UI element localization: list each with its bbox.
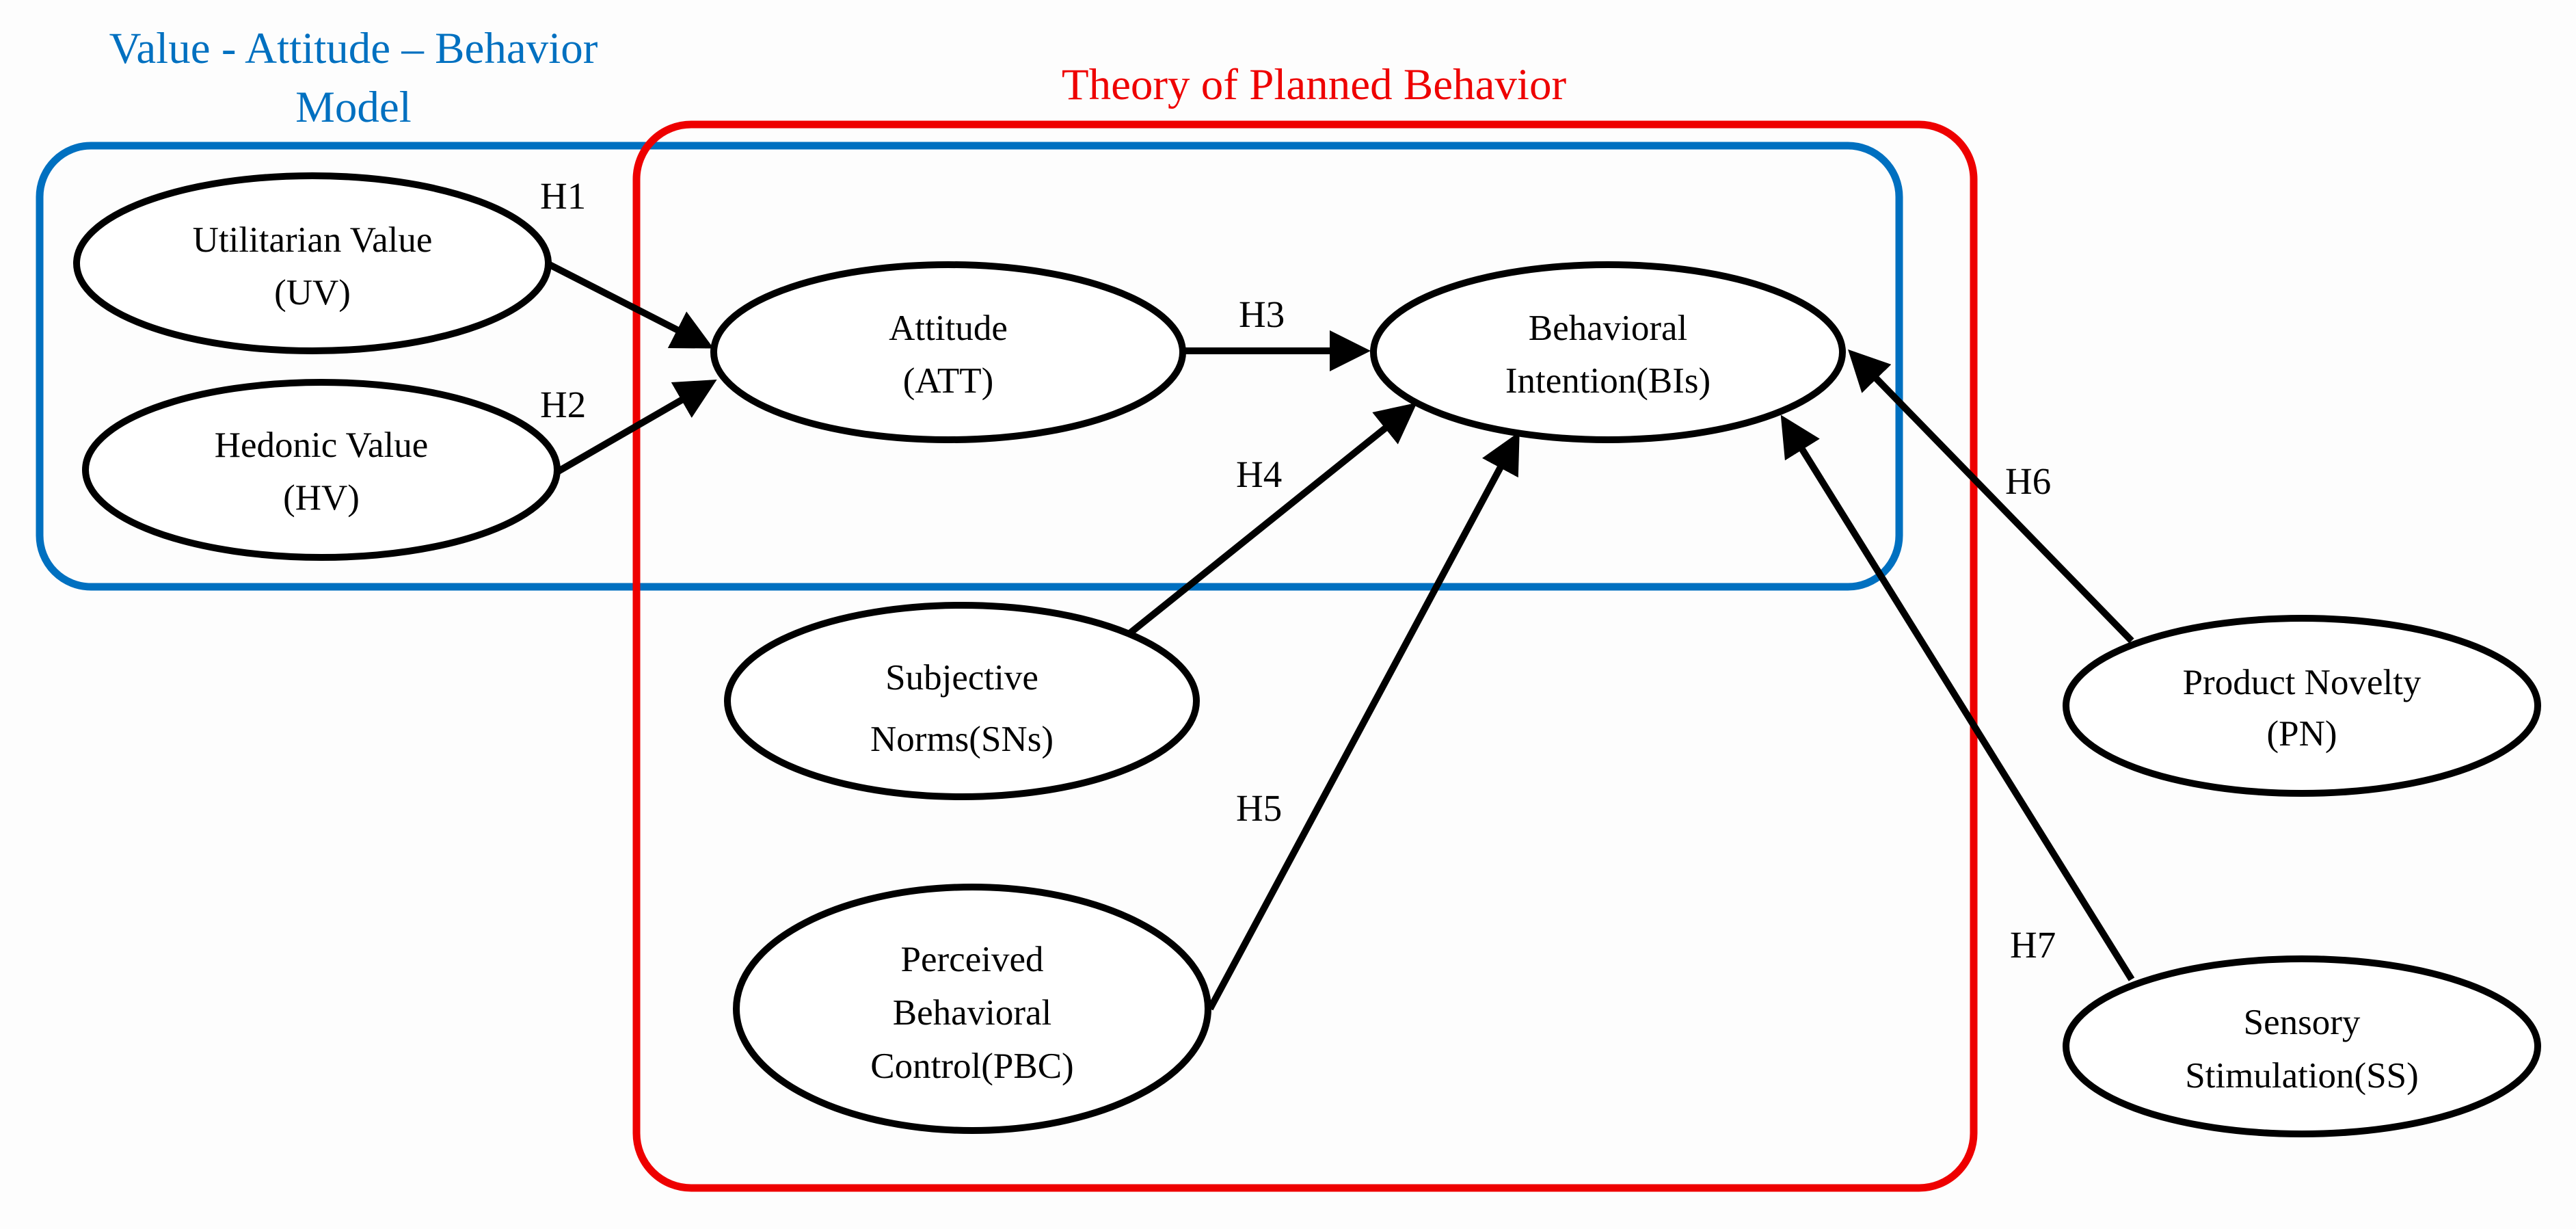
node-utilitarian-value: Utilitarian Value (UV): [73, 172, 552, 354]
edge-label-h5: H5: [1236, 787, 1282, 829]
vab-title-line1: Value - Attitude – Behavior: [109, 24, 598, 73]
node-uv-line2: (UV): [274, 273, 351, 313]
node-pbc-line2: Behavioral: [893, 993, 1052, 1033]
edge-label-h6: H6: [2005, 460, 2051, 502]
node-bis-line1: Behavioral: [1529, 308, 1688, 348]
node-behavioral-intention: Behavioral Intention(BIs): [1370, 261, 1846, 443]
node-att-line1: Attitude: [889, 308, 1008, 348]
edge-label-h7: H7: [2010, 924, 2056, 966]
node-att-line2: (ATT): [903, 361, 993, 401]
edge-hv-to-att: [555, 379, 717, 475]
node-hedonic-value: Hedonic Value (HV): [82, 379, 561, 561]
node-pbc-line1: Perceived: [901, 940, 1044, 979]
node-pn-line1: Product Novelty: [2183, 663, 2421, 702]
node-attitude: Attitude (ATT): [710, 261, 1186, 443]
edge-ss-to-bis: [1780, 414, 2135, 981]
edge-sns-to-bis: [1125, 402, 1417, 637]
node-sns-line1: Subjective: [885, 658, 1038, 698]
vab-title-line2: Model: [295, 83, 412, 132]
value-attitude-behavior-frame: [36, 142, 1903, 591]
node-pbc-line3: Control(PBC): [870, 1046, 1073, 1086]
edge-uv-to-att: [545, 260, 714, 349]
tpb-title: Theory of Planned Behavior: [1062, 60, 1567, 109]
edge-pbc-to-bis: [1207, 432, 1520, 1011]
node-pn-line2: (PN): [2266, 714, 2337, 754]
edge-label-h4: H4: [1236, 453, 1282, 495]
node-subjective-norms: Subjective Norms(SNs): [724, 602, 1200, 800]
edge-pn-to-bis: [1848, 349, 2134, 644]
node-uv-line1: Utilitarian Value: [193, 220, 433, 260]
edge-label-h3: H3: [1239, 293, 1285, 335]
node-ss-line1: Sensory: [2244, 1003, 2361, 1042]
node-hv-line1: Hedonic Value: [215, 425, 429, 465]
node-ss-line2: Stimulation(SS): [2185, 1056, 2419, 1096]
node-perceived-behavioral-control: Perceived Behavioral Control(PBC): [733, 884, 1211, 1134]
node-sensory-stimulation: Sensory Stimulation(SS): [2063, 955, 2541, 1137]
edge-label-h1: H1: [540, 175, 586, 217]
edge-label-h2: H2: [540, 384, 586, 425]
theory-of-planned-behavior-frame: [632, 120, 1978, 1192]
node-product-novelty: Product Novelty (PN): [2063, 615, 2541, 797]
node-hv-line2: (HV): [283, 478, 360, 518]
node-sns-line2: Norms(SNs): [870, 719, 1054, 759]
node-bis-line2: Intention(BIs): [1505, 361, 1710, 401]
